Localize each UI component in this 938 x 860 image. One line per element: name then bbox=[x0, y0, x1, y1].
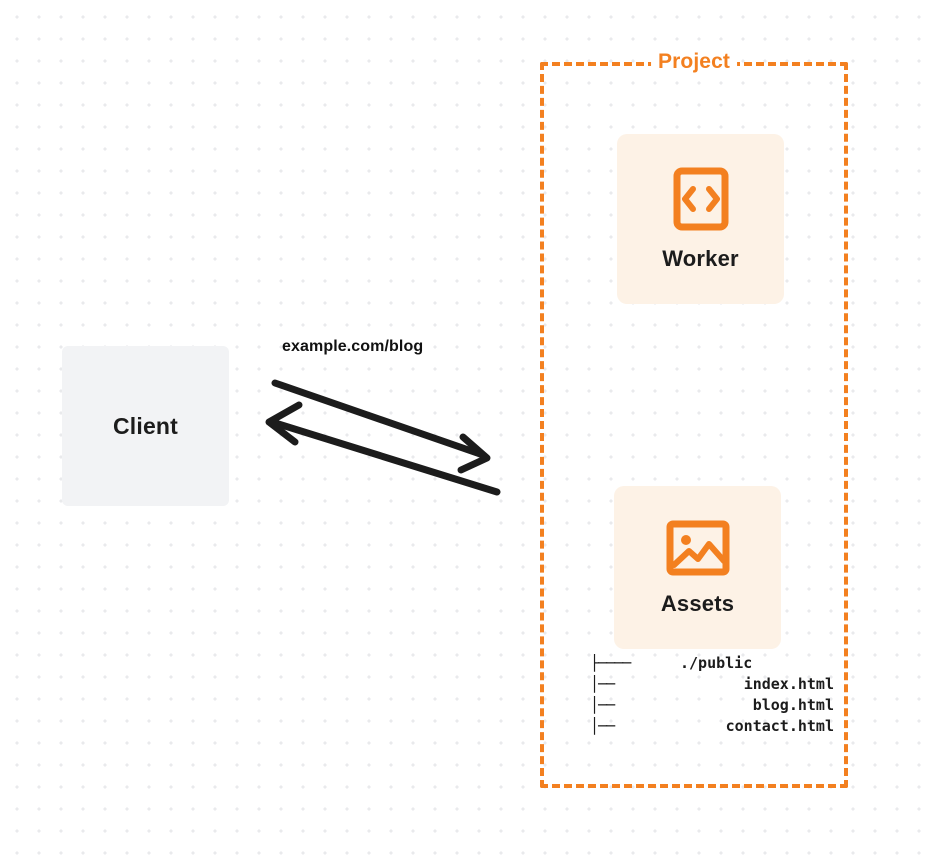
tree-item-name: index.html bbox=[743, 675, 834, 693]
client-node[interactable]: Client bbox=[62, 346, 229, 506]
response-arrow-icon bbox=[265, 401, 501, 496]
client-project-connection: example.com/blog bbox=[255, 325, 520, 515]
request-url-label: example.com/blog bbox=[282, 338, 424, 355]
project-title: Project bbox=[651, 50, 737, 74]
assets-card[interactable]: Assets bbox=[614, 486, 781, 649]
tree-branch-glyph: ├──── bbox=[590, 654, 631, 672]
image-icon bbox=[666, 520, 729, 575]
project-container[interactable]: Project Worker Assets ├──── ./public bbox=[540, 50, 848, 788]
worker-card[interactable]: Worker bbox=[617, 134, 784, 304]
tree-row: │── blog.html bbox=[590, 695, 834, 716]
client-label: Client bbox=[112, 412, 179, 439]
worker-label: Worker bbox=[662, 246, 739, 271]
asset-file-tree: ├──── ./public │── index.html │── blog.h… bbox=[590, 653, 834, 737]
tree-branch-glyph: │── bbox=[590, 717, 615, 735]
connection-arrows bbox=[265, 379, 501, 496]
assets-label: Assets bbox=[660, 590, 735, 616]
tree-branch-glyph: │── bbox=[590, 696, 615, 714]
tree-row: │── index.html bbox=[590, 674, 834, 695]
tree-row: │── contact.html bbox=[590, 716, 834, 737]
tree-item-name: contact.html bbox=[725, 717, 834, 735]
tree-item-name: blog.html bbox=[752, 696, 834, 714]
request-arrow-icon bbox=[271, 379, 491, 474]
tree-item-name: ./public bbox=[680, 654, 753, 672]
tree-row: ├──── ./public bbox=[590, 653, 834, 674]
code-brackets-icon bbox=[673, 167, 728, 231]
tree-branch-glyph: │── bbox=[590, 675, 615, 693]
